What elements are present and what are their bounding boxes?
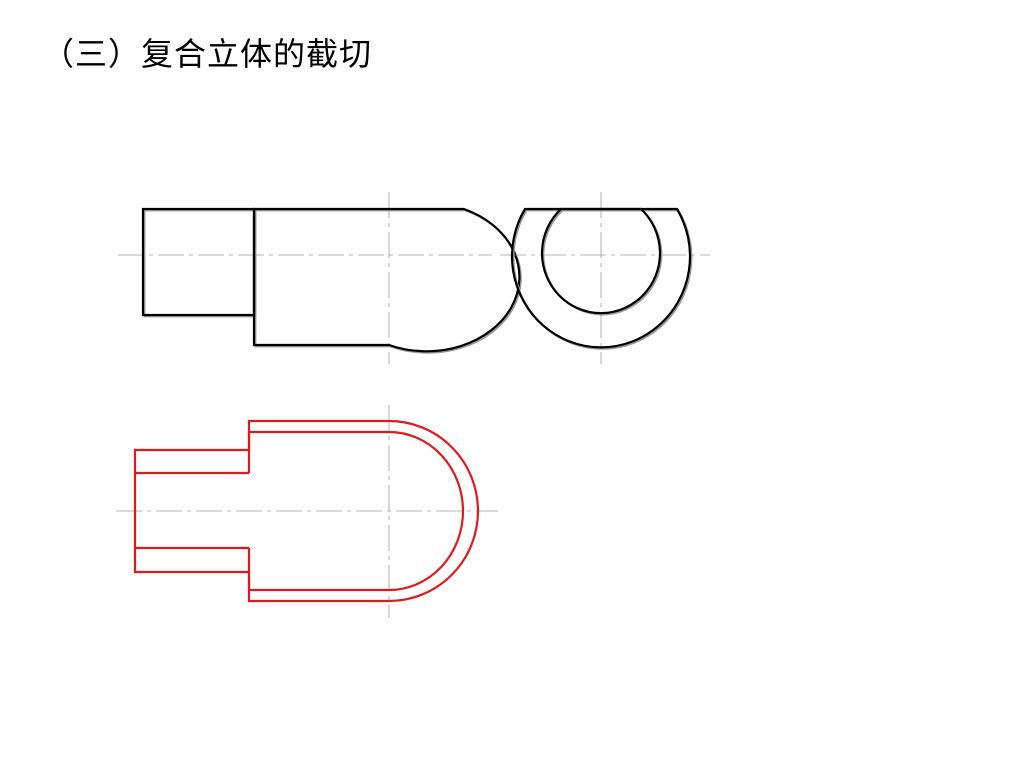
section-inner-arc-line: [249, 430, 465, 592]
front-view-shadow: [143, 209, 522, 354]
slide-title: （三）复合立体的截切: [42, 35, 373, 73]
side-view-centerlines: [500, 192, 710, 364]
section-outer-contour: [133, 419, 480, 603]
top-view-centerlines: [116, 405, 498, 618]
outer-arc-outline: [510, 207, 692, 349]
side-view-shadow: [512, 209, 693, 350]
front-view: [118, 192, 522, 364]
small-block-outline: [141, 207, 256, 317]
top-view-section-lines: [133, 419, 480, 603]
front-view-centerlines: [118, 192, 492, 364]
side-view-outline: [510, 207, 692, 349]
front-view-outline: [141, 207, 521, 353]
inner-circle-outline: [540, 207, 662, 315]
side-view: [500, 192, 710, 364]
main-body-outline: [252, 207, 521, 353]
top-view: [116, 405, 498, 618]
